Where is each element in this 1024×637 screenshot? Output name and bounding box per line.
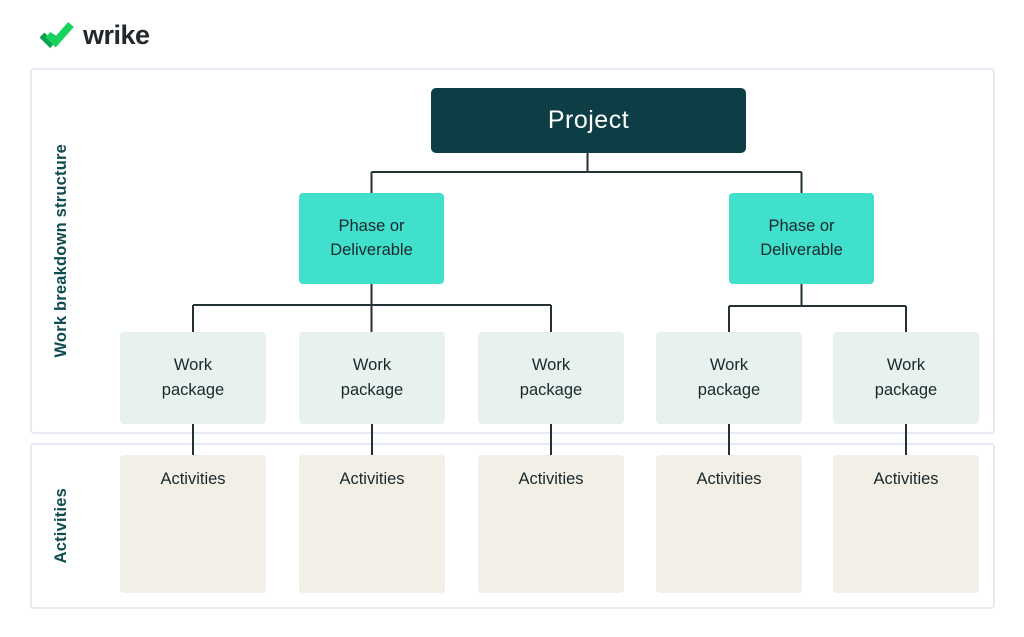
project-node-label: Project (547, 106, 630, 134)
work-package-node-label: Work package (697, 356, 761, 399)
phase-node: Phase or Deliverable (299, 193, 444, 284)
activity-node-label: Activities (160, 470, 226, 488)
work-package-node-label: Work package (340, 356, 404, 399)
activity-node-label: Activities (339, 470, 405, 488)
activity-node: Activities (120, 455, 266, 593)
activities-panel-label: Activities (51, 488, 70, 564)
activity-node: Activities (478, 455, 624, 593)
activity-node: Activities (656, 455, 802, 593)
wbs-panel-label: Work breakdown structure (51, 144, 70, 358)
work-package-node: Work package (299, 332, 445, 424)
work-package-node-label: Work package (161, 356, 225, 399)
activities-panel-label-wrap: Activities (30, 443, 92, 609)
phase-node-label: Phase or Deliverable (760, 216, 843, 259)
work-package-node: Work package (656, 332, 802, 424)
work-package-node: Work package (478, 332, 624, 424)
brand-name: wrike (83, 20, 150, 50)
phase-node: Phase or Deliverable (729, 193, 874, 284)
wrike-double-check-icon (40, 22, 74, 49)
brand: wrike (40, 20, 150, 51)
work-package-node: Work package (120, 332, 266, 424)
wbs-panel-label-wrap: Work breakdown structure (30, 68, 92, 434)
activity-node-label: Activities (518, 470, 584, 488)
work-package-node: Work package (833, 332, 979, 424)
phase-node-label: Phase or Deliverable (330, 216, 413, 259)
activity-node-label: Activities (696, 470, 762, 488)
work-package-node-label: Work package (874, 356, 938, 399)
project-node: Project (431, 88, 746, 153)
activity-node: Activities (299, 455, 445, 593)
activity-node: Activities (833, 455, 979, 593)
work-package-node-label: Work package (519, 356, 583, 399)
activity-node-label: Activities (873, 470, 939, 488)
